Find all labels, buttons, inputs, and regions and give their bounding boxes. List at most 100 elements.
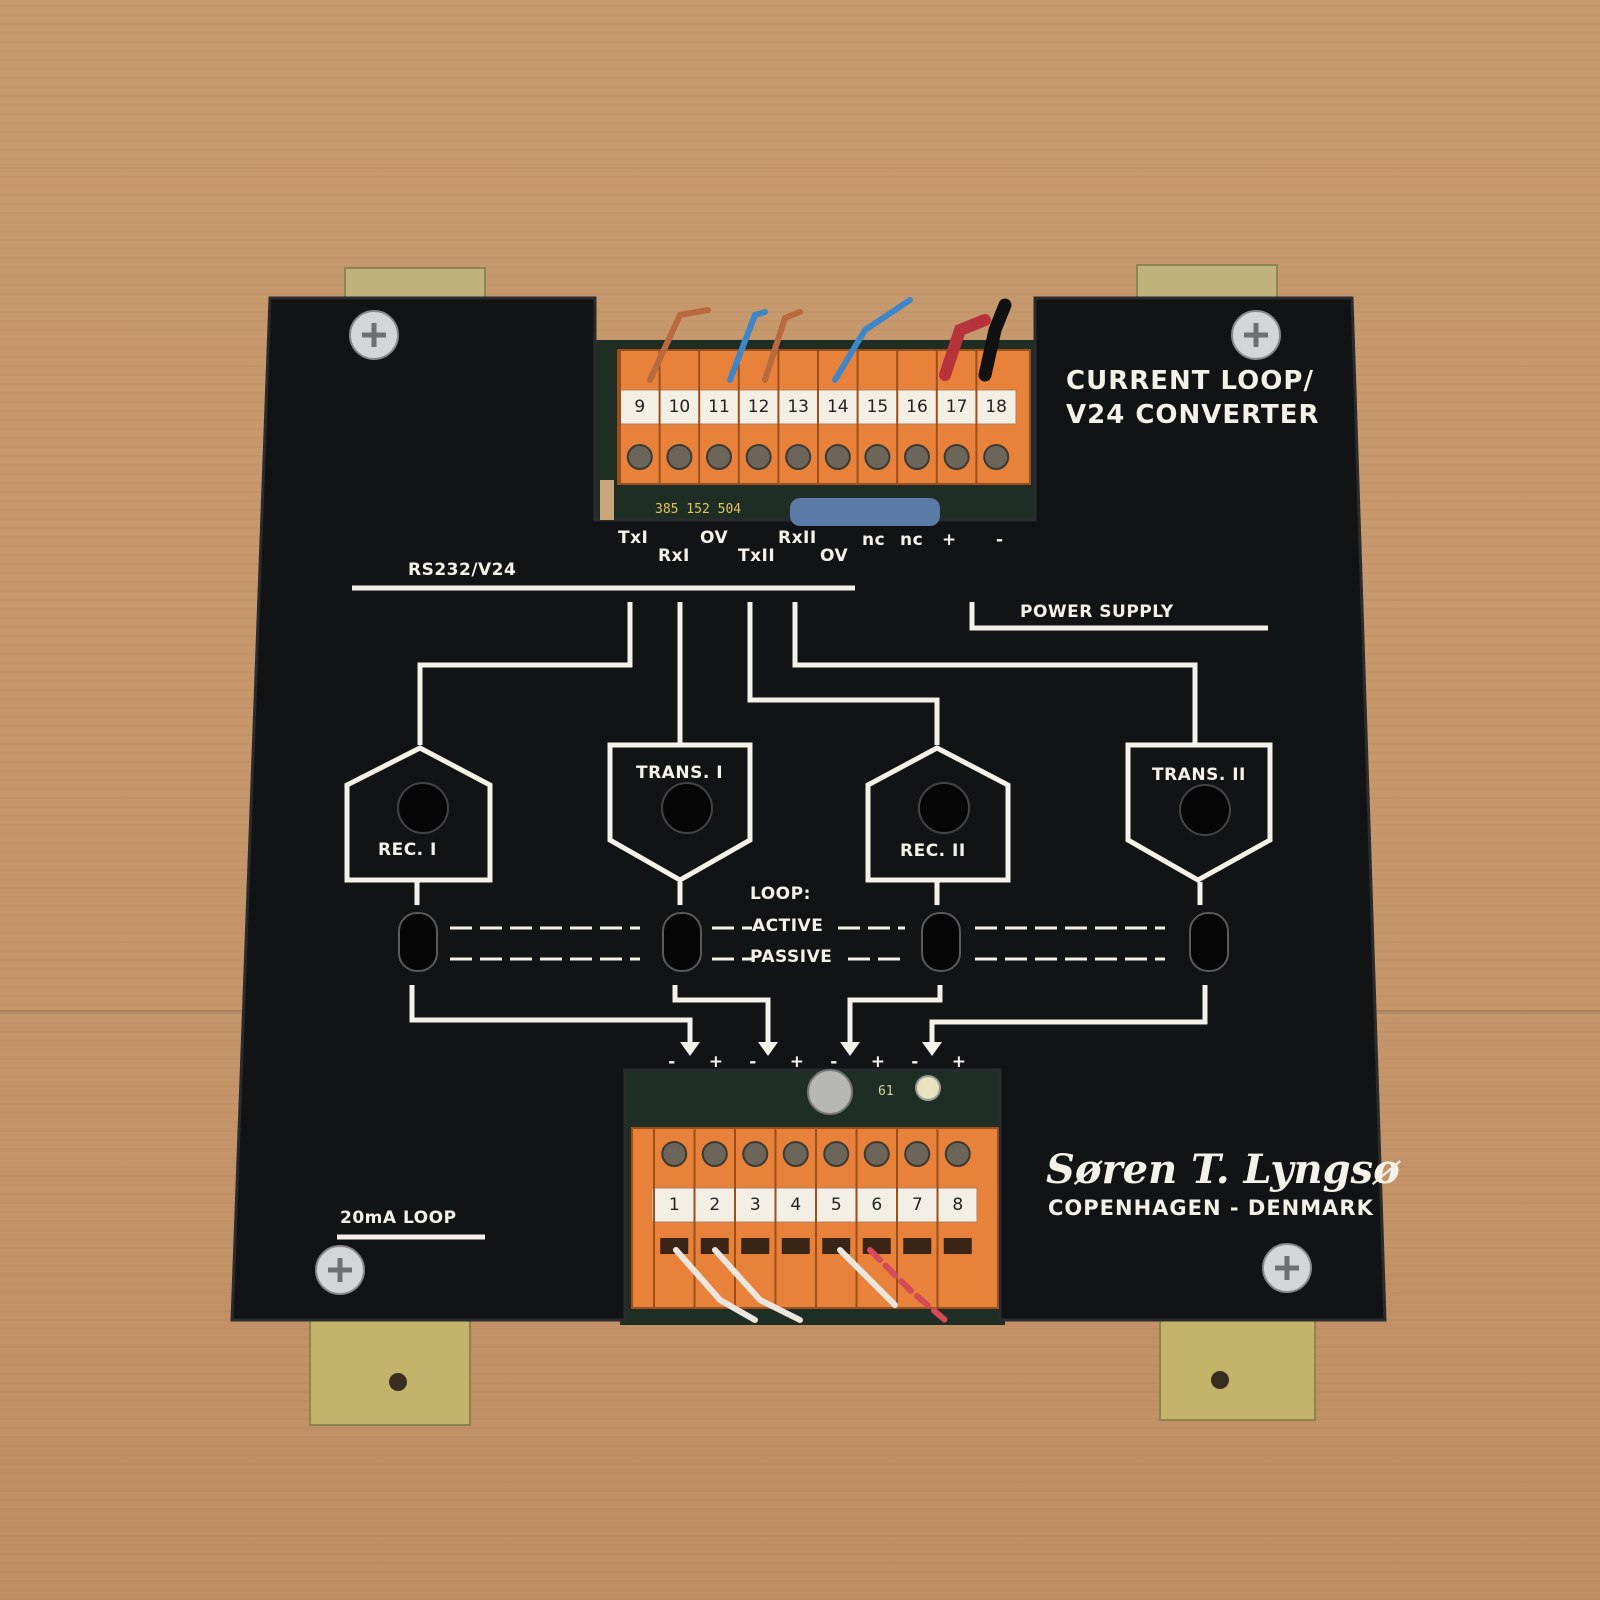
trans1-outline xyxy=(607,742,753,883)
polarity-label: + xyxy=(951,1052,967,1072)
polarity-label: + xyxy=(870,1052,886,1072)
terminal-number: 3 xyxy=(749,1195,761,1215)
screw-icon xyxy=(315,1245,365,1295)
signal-label: nc xyxy=(900,530,924,550)
screw-icon xyxy=(1262,1243,1312,1293)
polarity-label: + xyxy=(789,1052,805,1072)
power-supply-label: POWER SUPPLY xyxy=(1020,602,1174,622)
polarity-label: - xyxy=(668,1052,676,1072)
terminal-screw[interactable] xyxy=(785,444,812,470)
wire-entry xyxy=(700,1238,729,1254)
signal-label: TxI xyxy=(618,528,649,548)
terminal-screw[interactable] xyxy=(706,444,732,470)
wires-bottom xyxy=(673,1247,948,1323)
adjust-holes xyxy=(397,782,1231,836)
screws xyxy=(315,310,1312,1295)
bracket-bottom-right xyxy=(1159,1319,1316,1421)
signal-label: OV xyxy=(820,546,849,566)
terminal-screw[interactable] xyxy=(983,444,1010,470)
terminal-screw[interactable] xyxy=(742,1141,769,1167)
terminal-number: 11 xyxy=(708,397,730,417)
terminal-screw[interactable] xyxy=(904,1141,931,1167)
terminal-number: 7 xyxy=(911,1195,923,1215)
bottom-terminal-block xyxy=(631,1127,999,1309)
terminal-screw[interactable] xyxy=(745,444,772,470)
signal-label: RxI xyxy=(658,546,690,566)
brand-location: COPENHAGEN - DENMARK xyxy=(1048,1196,1374,1220)
signal-label: + xyxy=(942,530,957,550)
panel-legend-lines xyxy=(337,585,1273,1240)
terminal-screw[interactable] xyxy=(904,444,930,470)
rec1-outline xyxy=(344,745,493,883)
terminal-screw[interactable] xyxy=(823,1141,850,1167)
arrowheads xyxy=(680,1042,942,1056)
device-title-line1: CURRENT LOOP/ xyxy=(1066,366,1314,396)
wire-entry xyxy=(862,1238,891,1254)
terminal-number: 1 xyxy=(668,1195,680,1215)
rec2-label: REC. II xyxy=(900,841,966,861)
terminal-screw[interactable] xyxy=(701,1141,728,1167)
loop-active-label: ACTIVE xyxy=(752,916,824,936)
rec1-label: REC. I xyxy=(378,840,437,860)
terminal-number: 9 xyxy=(634,397,646,417)
terminal-number: 5 xyxy=(830,1195,842,1215)
terminal-number: 12 xyxy=(747,397,770,417)
screw-icon xyxy=(1231,310,1281,360)
loop-passive-label: PASSIVE xyxy=(750,947,833,967)
trans2-label: TRANS. II xyxy=(1152,765,1246,785)
terminal-number: 4 xyxy=(790,1195,802,1215)
jumper-slots xyxy=(398,912,1229,972)
terminal-screw[interactable] xyxy=(944,1141,971,1167)
wire-entry xyxy=(660,1238,689,1254)
led xyxy=(915,1075,941,1101)
terminal-number: 6 xyxy=(871,1195,883,1215)
signal-label: nc xyxy=(862,530,886,550)
wires-top xyxy=(647,297,1012,383)
signal-label: RxII xyxy=(778,528,817,548)
terminal-number: 17 xyxy=(945,397,968,417)
bracket-hole xyxy=(389,1373,407,1391)
signal-label: TxII xyxy=(738,546,776,566)
terminal-screw[interactable] xyxy=(863,1141,890,1167)
loop20ma-label: 20mA LOOP xyxy=(340,1208,457,1228)
terminal-screw[interactable] xyxy=(943,444,970,470)
polarity-label: + xyxy=(708,1052,724,1072)
terminal-number: 18 xyxy=(985,397,1007,417)
terminal-screw[interactable] xyxy=(666,444,693,470)
rs232-label: RS232/V24 xyxy=(408,560,517,580)
bracket-bottom-left xyxy=(309,1314,471,1426)
component-marking: 61 xyxy=(878,1084,894,1099)
terminal-number: 13 xyxy=(787,397,809,417)
polarity-label: - xyxy=(830,1052,838,1072)
bottom-terminal-label-strip xyxy=(651,1187,978,1223)
terminal-number: 2 xyxy=(709,1195,721,1215)
terminal-screw[interactable] xyxy=(824,444,851,470)
wire-entry xyxy=(781,1238,810,1254)
terminal-number: 10 xyxy=(668,397,691,417)
terminal-screw[interactable] xyxy=(782,1141,809,1167)
wire-entry xyxy=(903,1238,932,1254)
polarity-label: - xyxy=(911,1052,919,1072)
top-terminal-block xyxy=(617,349,1031,485)
wire-entry xyxy=(943,1238,972,1254)
terminal-number: 15 xyxy=(866,397,889,417)
terminal-screw[interactable] xyxy=(864,444,891,470)
resistor xyxy=(600,480,614,520)
signal-label: OV xyxy=(700,528,729,548)
polarity-label: - xyxy=(749,1052,757,1072)
device-title-line2: V24 CONVERTER xyxy=(1066,400,1320,430)
bracket-hole xyxy=(1211,1371,1229,1389)
terminal-number: 14 xyxy=(826,397,849,417)
terminal-number: 16 xyxy=(906,397,928,417)
rec2-outline xyxy=(865,745,1011,883)
screw-icon xyxy=(349,310,399,360)
brand-name: Søren T. Lyngsø xyxy=(1046,1146,1400,1193)
axial-component xyxy=(790,498,940,526)
terminal-screw[interactable] xyxy=(626,444,653,470)
pcb-code: 385 152 504 xyxy=(655,502,742,517)
wire-entry xyxy=(741,1238,770,1254)
signal-label: - xyxy=(996,530,1004,550)
terminal-screw[interactable] xyxy=(661,1141,688,1167)
trans1-label: TRANS. I xyxy=(636,763,724,783)
